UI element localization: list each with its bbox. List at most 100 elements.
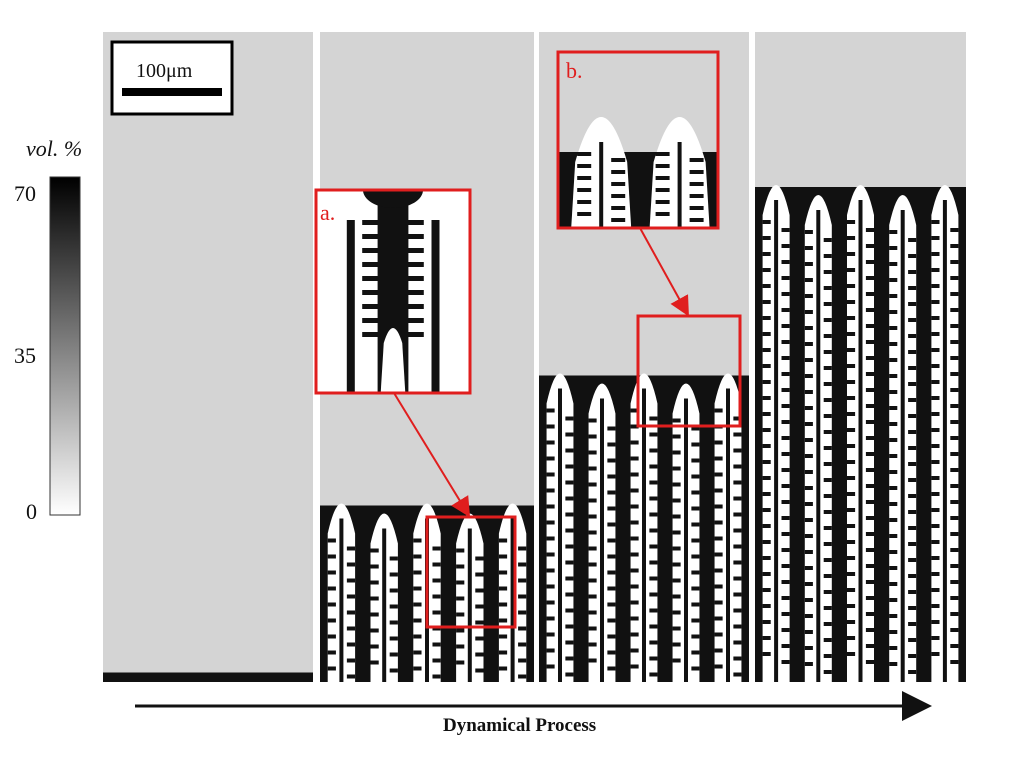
side-branch xyxy=(691,618,700,623)
side-branch xyxy=(733,624,742,629)
side-branch xyxy=(588,418,597,423)
side-branch xyxy=(714,648,723,653)
side-branch xyxy=(546,424,555,429)
side-branch xyxy=(588,498,597,503)
side-branch xyxy=(413,538,422,543)
side-branch xyxy=(672,594,681,599)
side-branch xyxy=(762,316,771,320)
side-branch xyxy=(908,494,917,498)
side-branch xyxy=(649,416,658,421)
side-branch xyxy=(804,326,813,330)
side-branch xyxy=(889,518,898,522)
side-branch xyxy=(588,514,597,519)
side-branch xyxy=(607,586,616,591)
side-branch xyxy=(950,260,959,264)
side-branch xyxy=(931,348,940,352)
side-branch xyxy=(846,220,856,224)
side-branch xyxy=(498,570,508,575)
side-branch xyxy=(714,552,723,557)
side-branch xyxy=(889,374,898,378)
side-branch xyxy=(804,486,813,490)
side-branch xyxy=(689,218,704,222)
side-branch xyxy=(733,560,742,565)
side-branch xyxy=(804,454,813,458)
side-branch xyxy=(714,520,723,525)
side-branch xyxy=(362,220,424,225)
side-branch xyxy=(630,472,639,477)
side-branch xyxy=(781,276,790,280)
side-branch xyxy=(823,526,832,530)
side-branch xyxy=(370,548,379,553)
highlight-box-a xyxy=(425,515,517,629)
side-branch xyxy=(389,588,398,593)
side-branch xyxy=(804,246,813,250)
side-branch xyxy=(456,644,465,649)
side-branch xyxy=(931,620,940,624)
side-branch xyxy=(630,552,639,557)
side-branch xyxy=(889,598,898,602)
side-branch xyxy=(672,642,681,647)
side-branch xyxy=(475,572,484,577)
side-branch xyxy=(327,666,336,671)
side-branch xyxy=(691,666,700,671)
side-branch xyxy=(823,606,832,610)
side-branch xyxy=(846,444,856,448)
side-branch xyxy=(823,494,832,498)
side-branch xyxy=(346,594,356,599)
side-branch xyxy=(950,244,959,248)
side-branch xyxy=(846,460,856,464)
side-branch xyxy=(630,632,639,637)
side-branch xyxy=(781,292,790,296)
side-branch xyxy=(607,442,616,447)
side-branch xyxy=(931,572,940,576)
side-branch xyxy=(846,492,856,496)
dendrite-trunk xyxy=(900,210,905,682)
side-branch xyxy=(565,448,574,453)
dendrite-trunk xyxy=(942,200,947,682)
side-branch xyxy=(518,626,527,631)
side-branch xyxy=(931,364,940,368)
side-branch xyxy=(781,516,790,520)
side-branch xyxy=(588,466,597,471)
side-branch xyxy=(950,340,959,344)
side-branch xyxy=(546,536,555,541)
side-branch xyxy=(649,656,658,661)
side-branch xyxy=(630,648,639,653)
side-branch xyxy=(689,170,704,174)
side-branch xyxy=(498,586,508,591)
side-branch xyxy=(762,220,771,224)
side-branch xyxy=(762,236,771,240)
side-branch xyxy=(733,496,742,501)
side-branch xyxy=(865,532,875,536)
simulation-panel xyxy=(755,32,966,682)
side-branch xyxy=(691,426,700,431)
inset-frame xyxy=(314,188,472,395)
side-branch xyxy=(649,672,658,677)
side-branch xyxy=(607,506,616,511)
dendrite-trunk xyxy=(774,200,779,682)
side-branch xyxy=(865,244,875,248)
side-branch xyxy=(846,636,856,640)
side-branch xyxy=(611,218,626,222)
side-branch xyxy=(889,326,898,330)
side-branch xyxy=(804,550,813,554)
side-branch xyxy=(327,554,336,559)
side-branch xyxy=(389,652,398,657)
side-branch xyxy=(823,302,832,306)
side-branch xyxy=(889,486,898,490)
side-branch xyxy=(908,526,917,530)
side-branch xyxy=(498,538,508,543)
side-branch xyxy=(889,358,898,362)
side-branch xyxy=(889,502,898,506)
side-branch xyxy=(804,390,813,394)
side-branch xyxy=(781,596,790,600)
side-branch xyxy=(498,650,508,655)
side-branch xyxy=(908,414,917,418)
side-branch xyxy=(846,540,856,544)
side-branch xyxy=(804,422,813,426)
side-branch xyxy=(889,646,898,650)
side-branch xyxy=(714,440,723,445)
side-branch xyxy=(931,508,940,512)
side-branch xyxy=(607,538,616,543)
side-branch xyxy=(931,300,940,304)
